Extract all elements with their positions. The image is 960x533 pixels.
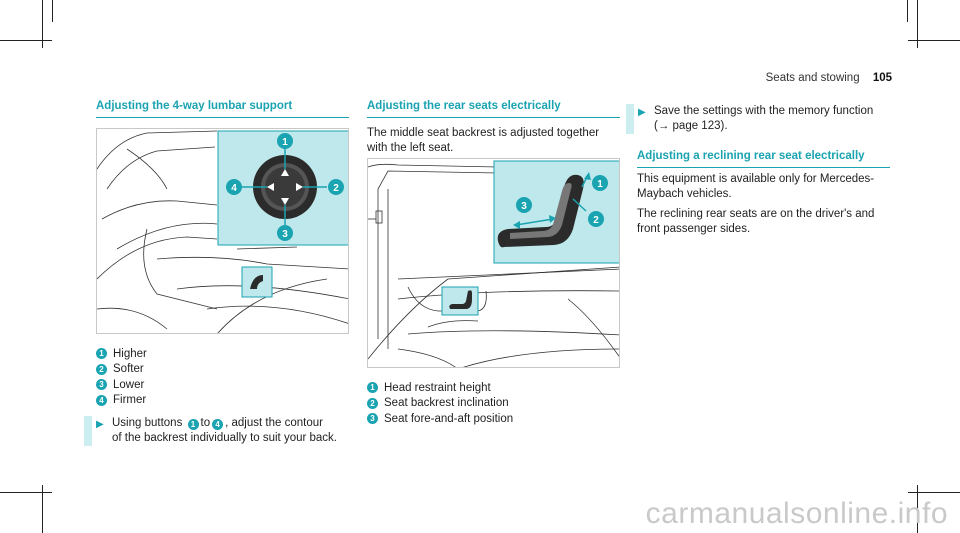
- inline-number: 4: [212, 419, 224, 430]
- callout-1: [277, 133, 293, 149]
- section-title-reclining-seat: Adjusting a reclining rear seat electric…: [637, 150, 890, 168]
- callout-label: 1: [597, 179, 603, 190]
- reclining-seat-text: This equipment is available only for Mer…: [637, 172, 890, 237]
- lumbar-support-figure: 1 2 3 4: [96, 128, 349, 334]
- legend-text: Higher: [113, 347, 147, 360]
- legend-text: Head restraint height: [384, 381, 491, 394]
- legend-item: 3 Seat fore-and-aft position: [367, 411, 513, 427]
- legend-text: Firmer: [113, 394, 147, 407]
- instruction-bar: [626, 104, 634, 134]
- crop-mark: [0, 492, 52, 493]
- step-arrow-icon: ▶: [638, 107, 646, 118]
- callout-label: 2: [333, 183, 339, 194]
- legend-item: 4 Firmer: [96, 393, 147, 409]
- callout-1: [592, 175, 608, 191]
- crop-mark: [42, 0, 43, 48]
- callout-3: [277, 225, 293, 241]
- paragraph: The reclining rear seats are on the driv…: [637, 208, 875, 235]
- legend-text: Seat backrest inclination: [384, 397, 509, 410]
- callout-2: [588, 211, 604, 227]
- legend-number: 1: [96, 348, 107, 360]
- inline-number: 1: [187, 419, 199, 430]
- memory-instruction: ▶ Save the settings with the memory func…: [626, 104, 896, 134]
- crop-mark: [908, 40, 960, 41]
- legend-text: Seat fore-and-aft position: [384, 412, 514, 425]
- instruction-line: Save the settings with the memory functi…: [654, 105, 874, 117]
- legend-number: 2: [96, 363, 107, 375]
- instruction-line: of the backrest individually to suit you…: [112, 432, 338, 444]
- watermark: carmanualsonline.info: [645, 497, 948, 530]
- legend-item: 2 Softer: [96, 362, 147, 378]
- legend-text: Softer: [113, 363, 144, 376]
- legend-item: 1 Higher: [96, 346, 147, 362]
- rear-seats-legend: 1 Head restraint height 2 Seat backrest in…: [367, 380, 513, 427]
- crop-mark: [917, 0, 918, 48]
- callout-3: [516, 197, 532, 213]
- legend-number: 2: [367, 397, 378, 409]
- legend-number: 3: [367, 413, 378, 425]
- paragraph: This equipment is available only for Mer…: [637, 173, 875, 200]
- step-arrow-icon: ▶: [96, 419, 104, 430]
- legend-number: 4: [96, 394, 107, 406]
- instruction-text: Save the settings with the memory functi…: [654, 104, 873, 134]
- page-number: 105: [872, 72, 892, 84]
- rear-seats-figure: 1 2 3: [367, 158, 620, 368]
- crop-mark: [917, 485, 918, 533]
- callout-label: 3: [521, 201, 527, 212]
- lumbar-legend: 1 Higher 2 Softer 3 Lower 4 Firmer: [96, 346, 147, 408]
- callout-label: 1: [282, 137, 288, 148]
- section-title-rear-seats: Adjusting the rear seats electrically: [367, 100, 620, 118]
- callout-label: 4: [231, 183, 237, 194]
- chapter-title: Seats and stowing: [765, 72, 860, 84]
- instruction-part: Using buttons: [112, 417, 183, 429]
- callout-4: [226, 179, 242, 195]
- rear-seats-intro: The middle seat backrest is adjusted tog…: [367, 126, 620, 156]
- lumbar-illustration: 1 2 3 4: [97, 130, 348, 333]
- legend-item: 1 Head restraint height: [367, 380, 513, 396]
- callout-label: 3: [282, 229, 288, 240]
- crop-mark: [907, 0, 908, 22]
- intro-text: The middle seat backrest is adjusted tog…: [367, 127, 600, 154]
- door-panel-illustration: 1 2 3: [368, 160, 619, 367]
- crop-mark: [908, 492, 960, 493]
- legend-item: 3 Lower: [96, 377, 147, 393]
- legend-number: 3: [96, 379, 107, 391]
- legend-number: 1: [367, 382, 378, 394]
- page-reference-link[interactable]: (→ page 123).: [654, 120, 728, 132]
- section-title-lumbar: Adjusting the 4-way lumbar support: [96, 100, 349, 118]
- instruction-part: to: [200, 417, 211, 429]
- instruction-part: , adjust the contour: [225, 417, 323, 429]
- instruction-bar: [84, 416, 92, 446]
- legend-item: 2 Seat backrest inclination: [367, 396, 513, 412]
- crop-mark: [52, 0, 53, 22]
- callout-2: [328, 179, 344, 195]
- callout-label: 2: [593, 215, 599, 226]
- crop-mark: [42, 485, 43, 533]
- legend-text: Lower: [113, 378, 145, 391]
- page-header: Seats and stowing 105: [766, 72, 892, 84]
- crop-mark: [0, 40, 52, 41]
